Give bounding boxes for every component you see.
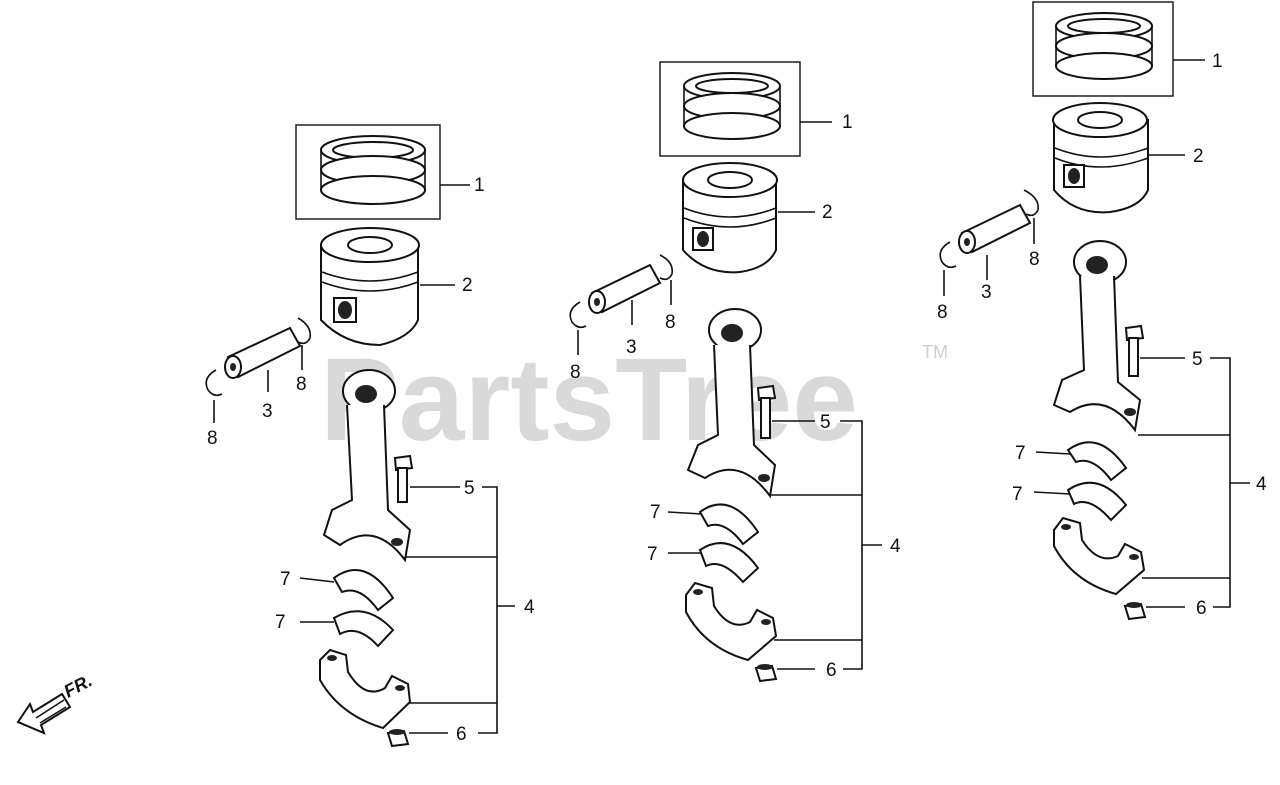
piston-ring-set[interactable] (659, 61, 801, 157)
assembly-left: 1 2 3 8 8 5 4 7 7 6 (205, 124, 535, 748)
bearing-upper[interactable] (1066, 441, 1128, 482)
clip-left[interactable] (205, 369, 223, 397)
callout-7-right-b: 7 (1012, 484, 1023, 505)
callout-3-middle: 3 (626, 337, 637, 358)
rod-nut[interactable] (386, 729, 410, 748)
bearing-lower[interactable] (332, 610, 395, 648)
rod-bolt[interactable] (1124, 324, 1145, 377)
assembly-middle: 1 2 3 8 8 5 4 7 7 6 (569, 61, 901, 683)
leader-lines-left (213, 184, 515, 734)
piston-pin[interactable] (224, 326, 302, 379)
clip-right[interactable] (1023, 189, 1040, 217)
callout-2-right: 2 (1193, 146, 1204, 167)
callout-1-middle: 1 (842, 112, 853, 133)
rod-bolt[interactable] (756, 384, 777, 439)
callout-8-right-b: 8 (937, 302, 948, 323)
connecting-rod[interactable] (1052, 240, 1142, 433)
callout-5-left: 5 (464, 478, 475, 499)
callout-8-left-b: 8 (207, 428, 218, 449)
front-indicator: FR. (16, 670, 95, 735)
leader-lines-middle (577, 121, 882, 670)
rod-cap[interactable] (319, 648, 412, 730)
piston[interactable] (320, 227, 420, 347)
callout-4-right: 4 (1256, 474, 1267, 495)
callout-6-right: 6 (1196, 598, 1207, 619)
callout-2-middle: 2 (822, 202, 833, 223)
callout-1-left: 1 (474, 175, 485, 196)
piston-ring-set[interactable] (295, 124, 441, 220)
watermark-trademark: TM (922, 342, 948, 362)
callout-6-left: 6 (456, 724, 467, 745)
watermark-text: PartsTree (320, 334, 858, 466)
connecting-rod[interactable] (686, 308, 777, 499)
rod-nut[interactable] (1123, 602, 1147, 621)
bearing-upper[interactable] (698, 503, 760, 546)
clip-right[interactable] (297, 317, 312, 345)
callout-7-middle-b: 7 (647, 544, 658, 565)
callout-5-middle: 5 (820, 412, 831, 433)
callout-8-middle-a: 8 (665, 312, 676, 333)
leader-lines-right (943, 59, 1250, 608)
rod-cap[interactable] (1053, 516, 1146, 596)
rod-bolt[interactable] (393, 454, 414, 503)
callout-6-middle: 6 (826, 660, 837, 681)
callout-2-left: 2 (462, 275, 473, 296)
callout-7-right-a: 7 (1015, 443, 1026, 464)
clip-left[interactable] (569, 301, 587, 329)
callout-1-right: 1 (1212, 51, 1223, 72)
piston[interactable] (1052, 102, 1149, 214)
connecting-rod[interactable] (322, 369, 412, 563)
bearing-upper[interactable] (332, 569, 395, 612)
rod-cap[interactable] (685, 581, 778, 662)
rod-nut[interactable] (754, 664, 778, 683)
piston-pin[interactable] (588, 263, 662, 314)
callout-4-middle: 4 (890, 536, 901, 557)
clip-left[interactable] (939, 241, 957, 269)
front-label: FR. (60, 670, 95, 701)
callout-7-left-b: 7 (275, 612, 286, 633)
callout-3-right: 3 (981, 282, 992, 303)
piston-pin[interactable] (958, 203, 1032, 254)
bearing-lower[interactable] (698, 542, 760, 584)
callout-8-left-a: 8 (296, 374, 307, 395)
callout-4-left: 4 (524, 597, 535, 618)
assembly-right: 1 2 3 8 8 5 4 7 7 6 (937, 1, 1267, 621)
callout-5-right: 5 (1192, 349, 1203, 370)
piston-ring-set[interactable] (1032, 1, 1174, 97)
callout-8-middle-b: 8 (570, 362, 581, 383)
clip-right[interactable] (659, 254, 674, 281)
callout-3-left: 3 (262, 401, 273, 422)
bearing-lower[interactable] (1066, 481, 1128, 522)
callout-7-middle-a: 7 (650, 502, 661, 523)
callout-7-left-a: 7 (280, 569, 291, 590)
callout-8-right-a: 8 (1029, 249, 1040, 270)
piston[interactable] (682, 162, 778, 274)
